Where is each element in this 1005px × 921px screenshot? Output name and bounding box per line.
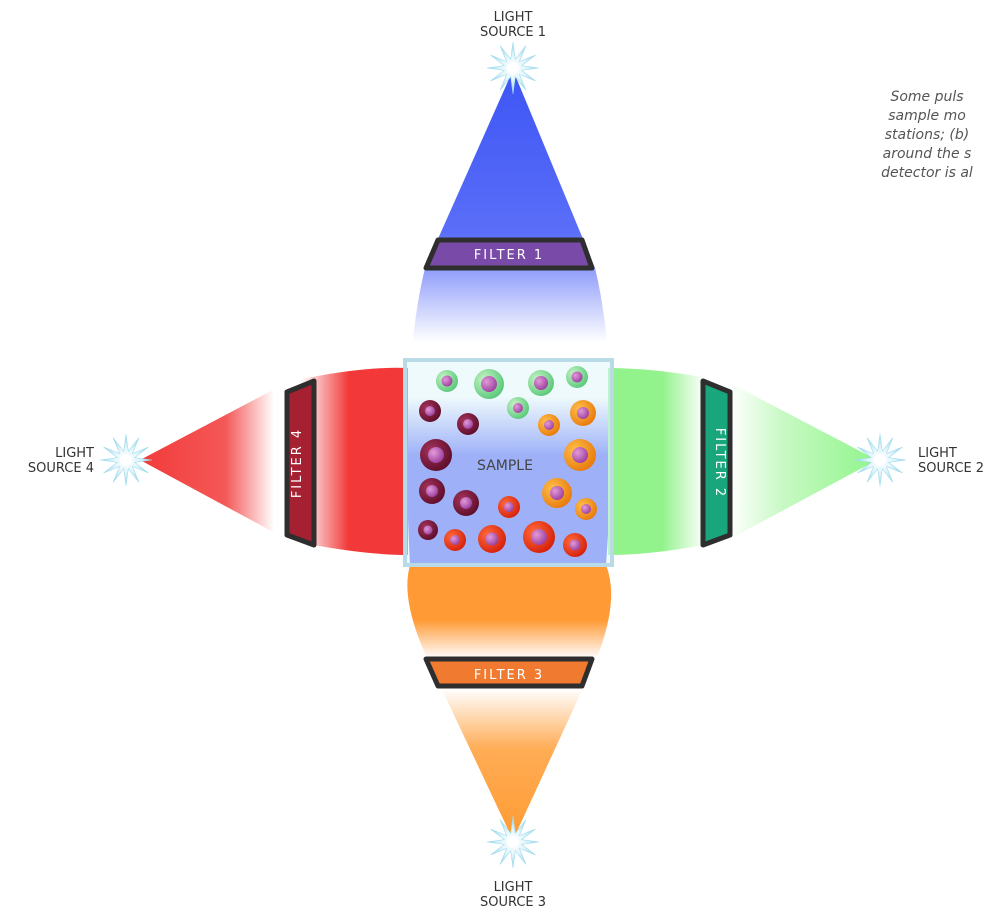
caption-line: detector is al xyxy=(881,165,973,181)
filter-1-label: FILTER 1 xyxy=(474,248,544,263)
cell xyxy=(566,366,588,388)
cell xyxy=(453,490,479,516)
cell xyxy=(542,478,572,508)
cell xyxy=(538,414,560,436)
caption-text: Some puls sample mo stations; (b) around… xyxy=(812,88,1005,183)
filter-2: FILTER 2 xyxy=(700,378,733,548)
cell xyxy=(420,439,452,471)
cell xyxy=(444,529,466,551)
cell xyxy=(474,369,504,399)
cell xyxy=(563,533,587,557)
cell xyxy=(523,521,555,553)
red-beam xyxy=(140,367,408,555)
caption-line: stations; (b) xyxy=(884,127,970,143)
cell xyxy=(436,370,458,392)
cell xyxy=(419,478,445,504)
light-source-1-core xyxy=(507,62,519,74)
cell xyxy=(570,400,596,426)
cell xyxy=(419,400,441,422)
caption-line: Some puls xyxy=(890,89,964,105)
caption-line: around the s xyxy=(882,146,972,162)
green-beam xyxy=(608,368,877,555)
cell xyxy=(478,525,506,553)
sample-cells xyxy=(418,366,597,557)
filter-3: FILTER 3 xyxy=(423,656,595,689)
filter-4-label: FILTER 4 xyxy=(290,428,305,498)
light-source-3-core xyxy=(507,836,519,848)
orange-beam xyxy=(407,565,612,840)
filter-3-label: FILTER 3 xyxy=(474,668,544,683)
filter-1: FILTER 1 xyxy=(423,237,595,271)
cell xyxy=(418,520,438,540)
filter-2-label: FILTER 2 xyxy=(712,428,727,498)
filter-4: FILTER 4 xyxy=(284,378,317,548)
cell xyxy=(457,413,479,435)
light-source-4-core xyxy=(120,454,132,466)
sample-label: SAMPLE xyxy=(477,458,533,474)
cell xyxy=(528,370,554,396)
cell xyxy=(575,498,597,520)
cell xyxy=(564,439,596,471)
light-source-2-core xyxy=(874,454,886,466)
cell xyxy=(498,496,520,518)
caption-line: sample mo xyxy=(888,108,966,124)
cell xyxy=(507,397,529,419)
